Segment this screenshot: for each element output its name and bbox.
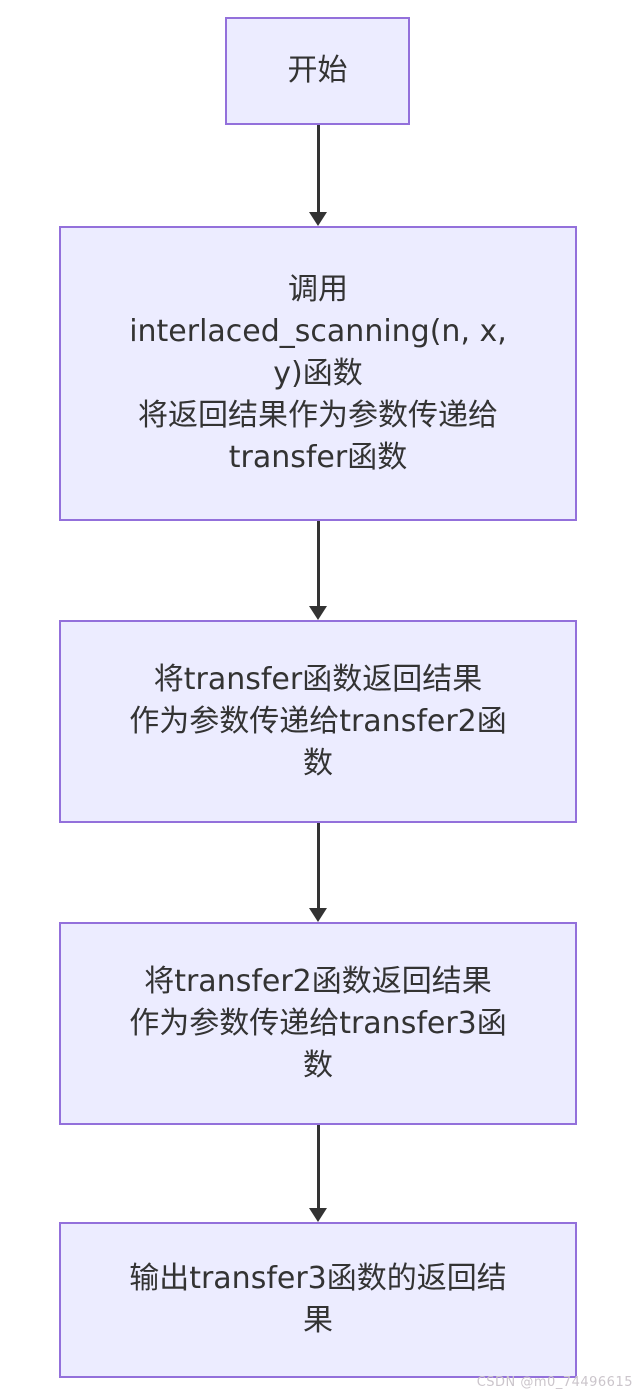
arrow-call-to-transfer2	[309, 521, 327, 620]
arrow-start-to-call	[309, 125, 327, 226]
flow-node-call-interlaced-scanning: 调用 interlaced_scanning(n, x, y)函数 将返回结果作…	[59, 226, 577, 521]
arrow-head-icon	[309, 212, 327, 226]
arrow-transfer2-to-transfer3	[309, 823, 327, 922]
arrow-head-icon	[309, 908, 327, 922]
arrow-transfer3-to-output	[309, 1125, 327, 1222]
arrow-line	[316, 1125, 320, 1208]
arrow-line	[316, 125, 320, 212]
arrow-head-icon	[309, 606, 327, 620]
node-transfer2-label: 将transfer函数返回结果 作为参数传递给transfer2函 数	[129, 661, 507, 781]
flow-node-output-result: 输出transfer3函数的返回结 果	[59, 1222, 577, 1378]
csdn-watermark: CSDN @m0_74496615	[476, 1375, 633, 1390]
flow-node-start: 开始	[225, 17, 410, 125]
flow-node-pass-to-transfer2: 将transfer函数返回结果 作为参数传递给transfer2函 数	[59, 620, 577, 823]
flow-node-pass-to-transfer3: 将transfer2函数返回结果 作为参数传递给transfer3函 数	[59, 922, 577, 1125]
node-call-label: 调用 interlaced_scanning(n, x, y)函数 将返回结果作…	[129, 271, 507, 475]
node-output-label: 输出transfer3函数的返回结 果	[129, 1261, 507, 1338]
arrow-head-icon	[309, 1208, 327, 1222]
arrow-line	[316, 521, 320, 606]
node-transfer3-label: 将transfer2函数返回结果 作为参数传递给transfer3函 数	[129, 963, 507, 1083]
node-start-label: 开始	[287, 53, 348, 88]
arrow-line	[316, 823, 320, 908]
